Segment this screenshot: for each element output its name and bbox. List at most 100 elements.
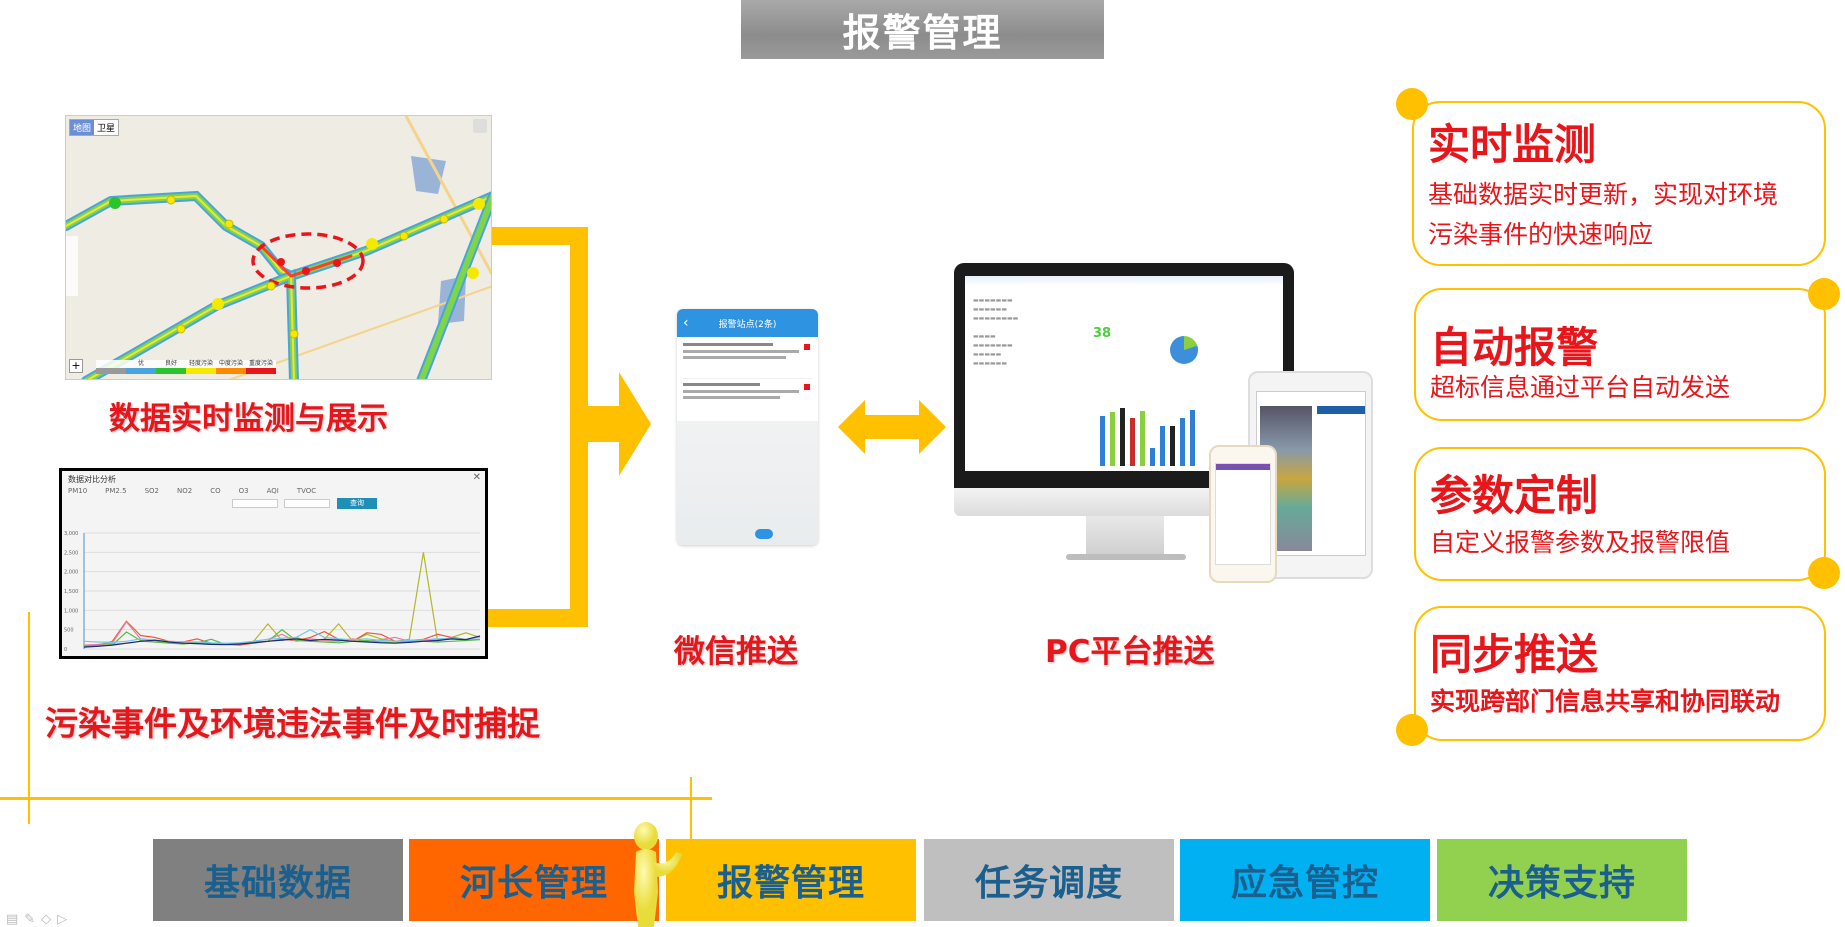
alarm-item[interactable] — [683, 383, 812, 419]
tab-emergency-control[interactable]: 应急管控 — [1180, 839, 1430, 921]
connector-line — [488, 609, 588, 627]
decor-dot — [1396, 714, 1428, 746]
feature-card-auto-alarm: 自动报警 超标信息通过平台自动发送 — [1414, 288, 1826, 421]
alarm-flag-icon — [804, 384, 810, 390]
phone-header: ‹ 报警站点(2条) — [677, 309, 818, 337]
legend-item: 重度污染 — [246, 360, 276, 374]
y-tick-label: 500 — [64, 628, 74, 634]
tab-river-chief[interactable]: 河长管理 — [409, 839, 659, 921]
feature-title: 自动报警 — [1430, 323, 1599, 372]
legend-label: 良好 — [164, 360, 177, 367]
tab-basic-data[interactable]: 基础数据 — [153, 839, 403, 921]
map-canvas — [66, 116, 491, 379]
pollutant-checkboxes: PM10 PM2.5 SO2 NO2 CO O3 AQI TVOC — [68, 487, 316, 495]
zoom-in-button[interactable]: + — [69, 359, 83, 373]
monitor-screen: 38 ▬▬▬▬▬▬▬▬▬▬▬▬▬▬▬▬▬▬▬▬▬▬▬▬▬▬▬▬▬▬▬▬▬▬▬▬▬… — [965, 276, 1283, 471]
query-button[interactable]: 查询 — [337, 498, 377, 509]
legend-label: 优 — [137, 360, 144, 367]
feature-desc: 污染事件的快速响应 — [1428, 220, 1654, 249]
feature-title: 参数定制 — [1430, 471, 1599, 520]
legend-item — [96, 360, 126, 374]
y-tick-label: 1,500 — [64, 589, 78, 595]
y-tick-label: 3,000 — [64, 531, 78, 537]
alarm-list — [677, 337, 818, 421]
pollutant-checkbox[interactable]: PM2.5 — [105, 487, 127, 495]
feature-desc: 自定义报警参数及报警限值 — [1430, 528, 1731, 557]
pollutant-checkbox[interactable]: CO — [210, 487, 221, 495]
arrow-right-icon — [585, 372, 651, 476]
series-line-navy — [83, 635, 481, 648]
y-tick-label: 2,500 — [64, 550, 78, 556]
decor-line — [28, 612, 30, 824]
tab-task-dispatch[interactable]: 任务调度 — [924, 839, 1174, 921]
chart-window-title: 数据对比分析 — [68, 475, 116, 484]
notification-toggle[interactable] — [755, 529, 773, 539]
start-time-input[interactable] — [232, 499, 278, 508]
y-tick-label: 2,000 — [64, 570, 78, 576]
pc-caption: PC平台推送 — [1045, 634, 1215, 670]
slideshow-toolbar[interactable]: ▤✎◇▷ — [6, 912, 74, 927]
monitor: 38 ▬▬▬▬▬▬▬▬▬▬▬▬▬▬▬▬▬▬▬▬▬▬▬▬▬▬▬▬▬▬▬▬▬▬▬▬▬… — [954, 263, 1294, 488]
legend-item: 中度污染 — [216, 360, 246, 374]
pc-platform-devices: 38 ▬▬▬▬▬▬▬▬▬▬▬▬▬▬▬▬▬▬▬▬▬▬▬▬▬▬▬▬▬▬▬▬▬▬▬▬▬… — [951, 259, 1373, 583]
news-list: ▬▬▬▬▬▬▬▬▬▬▬▬▬▬▬▬▬▬▬▬▬▬▬▬▬▬▬▬▬▬▬▬▬▬▬▬▬▬▬▬… — [973, 297, 1019, 367]
feature-card-sync-push: 同步推送 实现跨部门信息共享和协同联动 — [1414, 606, 1826, 741]
close-icon[interactable]: ✕ — [472, 472, 481, 483]
wechat-caption: 微信推送 — [674, 634, 798, 670]
map-tab[interactable]: 地图 — [70, 120, 95, 135]
series-line-olive — [83, 552, 481, 647]
legend-label: 轻度污染 — [188, 360, 213, 367]
connector-line — [492, 227, 585, 245]
feature-desc: 超标信息通过平台自动发送 — [1430, 373, 1731, 402]
wechat-phone-screen: ‹ 报警站点(2条) — [677, 309, 818, 545]
feature-card-parameter-customization: 参数定制 自定义报警参数及报警限值 — [1414, 447, 1826, 581]
map-caption: 数据实时监测与展示 — [109, 401, 388, 437]
map-legend: 优 良好 轻度污染 中度污染 重度污染 — [96, 360, 276, 374]
pollutant-checkbox[interactable]: O3 — [238, 487, 249, 495]
double-arrow-icon — [838, 400, 946, 454]
locate-icon[interactable] — [473, 119, 487, 133]
data-comparison-window: 数据对比分析 ✕ PM10 PM2.5 SO2 NO2 CO O3 AQI TVOC 查询 0… — [59, 468, 488, 659]
page-title: 报警管理 — [741, 0, 1104, 59]
legend-item: 良好 — [156, 360, 186, 374]
bar-chart — [1100, 408, 1195, 466]
back-icon[interactable]: ‹ — [683, 315, 689, 331]
tab-decision-support[interactable]: 决策支持 — [1437, 839, 1687, 921]
pollutant-checkbox[interactable]: TVOC — [296, 487, 317, 495]
aqi-value: 38 — [1093, 326, 1112, 341]
feature-title: 同步推送 — [1430, 630, 1599, 679]
alarm-item[interactable] — [683, 343, 812, 379]
alarm-flag-icon — [804, 344, 810, 350]
feature-desc: 基础数据实时更新，实现对环境 — [1428, 180, 1779, 209]
decor-dot — [1808, 557, 1840, 589]
series-line-green — [83, 628, 481, 647]
satellite-tab[interactable]: 卫星 — [97, 124, 116, 134]
y-tick-label: 0 — [64, 647, 67, 653]
decor-line — [0, 797, 712, 800]
decor-dot — [1396, 88, 1428, 120]
end-time-input[interactable] — [284, 499, 330, 508]
feature-desc: 实现跨部门信息共享和协同联动 — [1430, 687, 1781, 716]
feature-card-realtime-monitoring: 实时监测 基础数据实时更新，实现对环境 污染事件的快速响应 — [1412, 101, 1826, 266]
realtime-map[interactable]: 优 良好 轻度污染 中度污染 重度污染 地图 卫星 + — [65, 115, 492, 380]
tab-alarm-management[interactable]: 报警管理 — [666, 839, 916, 921]
phone-title: 报警站点(2条) — [718, 319, 777, 330]
pie-chart — [1170, 336, 1198, 364]
smartphone — [1209, 445, 1277, 583]
chart-caption: 污染事件及环境违法事件及时捕捉 — [45, 704, 540, 743]
legend-label: 重度污染 — [248, 360, 273, 367]
pollutant-checkbox[interactable]: PM10 — [68, 487, 88, 495]
pollutant-checkbox[interactable]: NO2 — [177, 487, 193, 495]
pointing-figure-icon — [634, 822, 682, 927]
pollutant-checkbox[interactable]: SO2 — [144, 487, 159, 495]
legend-item: 轻度污染 — [186, 360, 216, 374]
legend-label: 中度污染 — [218, 360, 243, 367]
connector-line — [570, 227, 588, 627]
feature-title: 实时监测 — [1428, 120, 1597, 169]
line-chart: 0 500 1,000 1,500 2,000 2,500 3,000 — [64, 531, 481, 653]
y-tick-label: 1,000 — [64, 608, 78, 614]
legend-item: 优 — [126, 360, 156, 374]
map-type-switch[interactable]: 地图 卫星 — [69, 119, 120, 136]
monitor-stand — [1086, 516, 1164, 556]
pollutant-checkbox[interactable]: AQI — [266, 487, 279, 495]
